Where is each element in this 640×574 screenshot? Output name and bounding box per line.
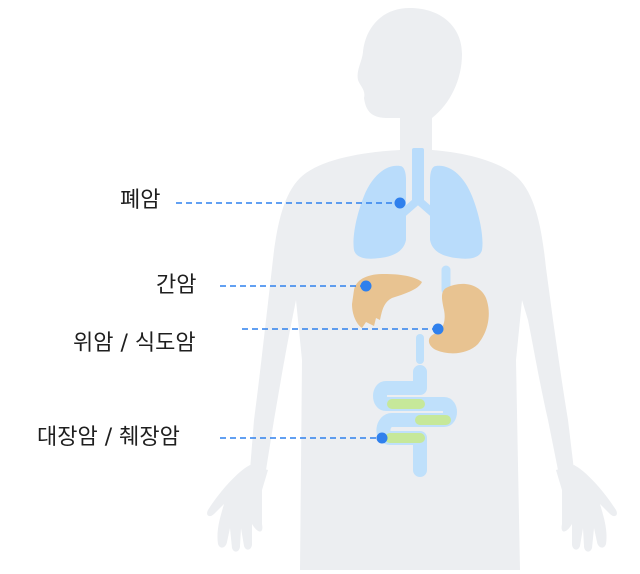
- head: [357, 8, 462, 160]
- pointer-dot-colon: [376, 432, 388, 444]
- label-liver-cancer: 간암: [156, 273, 197, 298]
- right-lung: [430, 165, 483, 259]
- left-lung: [353, 165, 406, 259]
- pointer-dots: [360, 197, 444, 444]
- leader-lines: [176, 202, 436, 439]
- label-stomach-esophageal-cancer: 위암 / 식도암: [73, 331, 196, 356]
- pointer-dot-stomach: [432, 323, 444, 335]
- trachea: [412, 148, 424, 204]
- body-silhouette: [207, 8, 617, 570]
- right-hand: [556, 465, 617, 552]
- left-hand: [207, 465, 268, 552]
- torso: [250, 150, 574, 570]
- pointer-dot-liver: [360, 280, 372, 292]
- stomach: [428, 283, 489, 354]
- label-colorectal-pancreatic-cancer: 대장암 / 췌장암: [37, 425, 180, 450]
- label-lung-cancer: 폐암: [120, 188, 161, 213]
- intestines: [373, 365, 457, 477]
- pointer-dot-lung: [394, 197, 406, 209]
